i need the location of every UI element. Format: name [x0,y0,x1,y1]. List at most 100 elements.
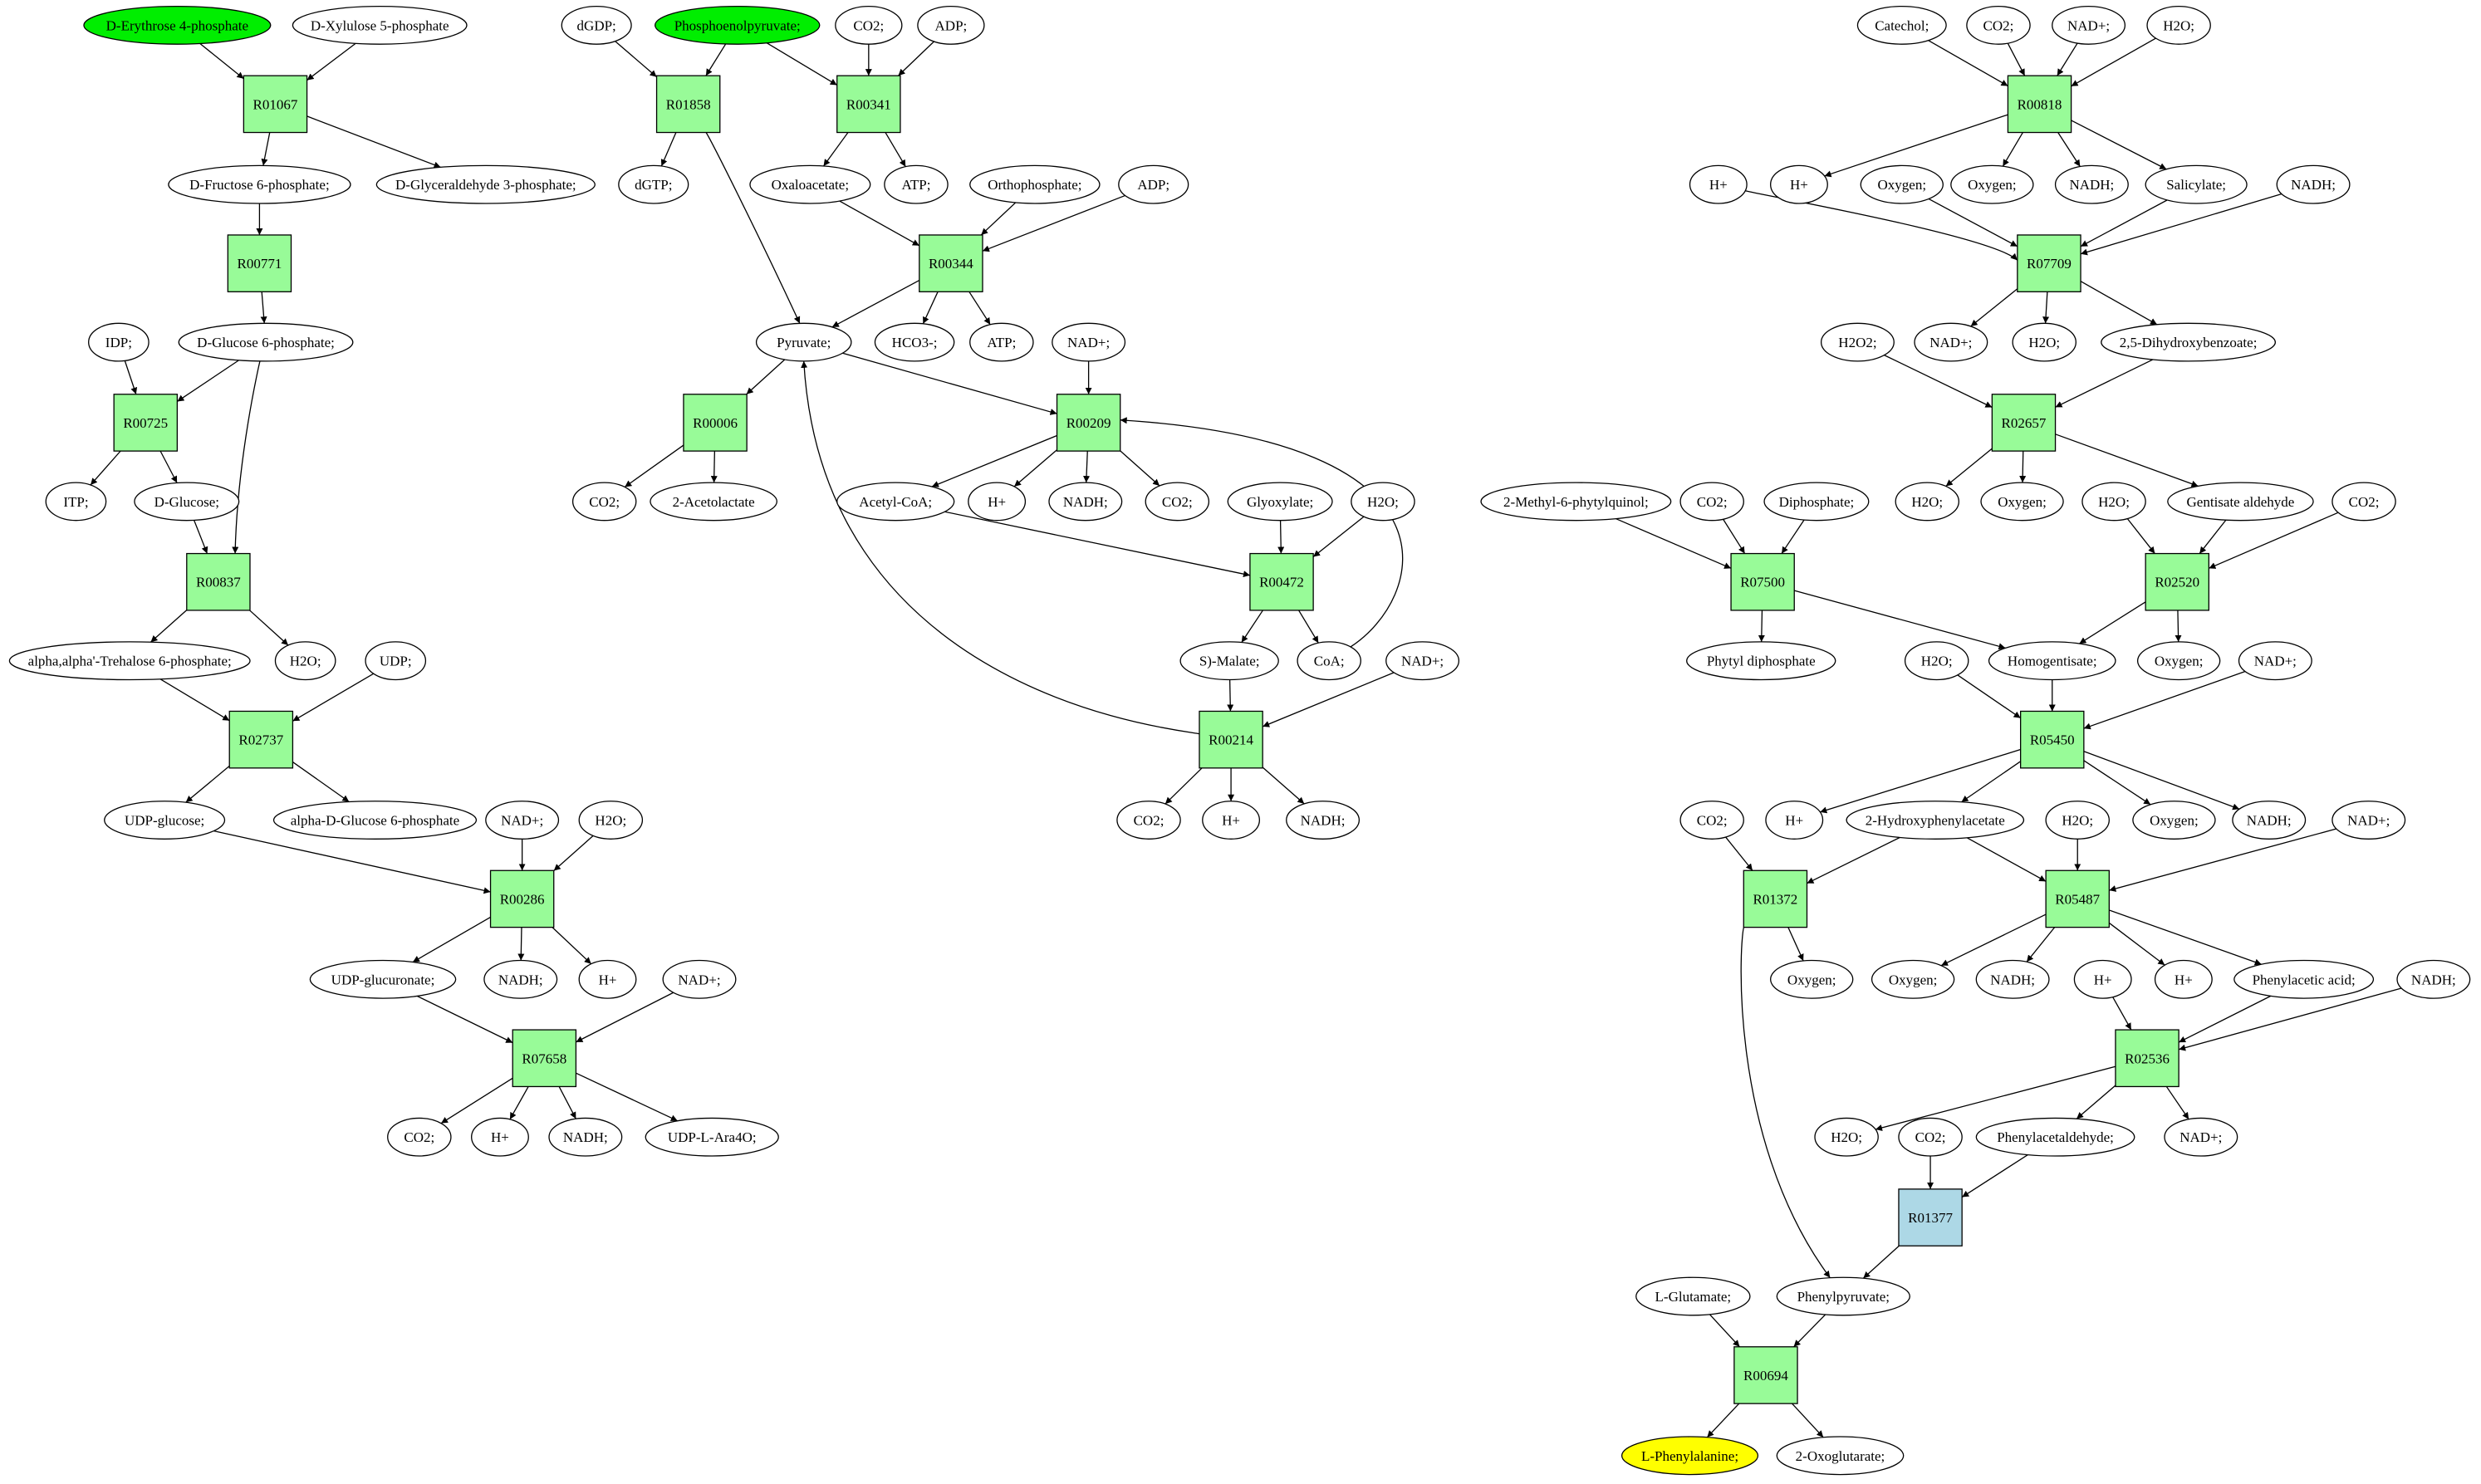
compound-ellipse [662,959,737,999]
node-label: CO2; [589,494,620,510]
edge-catechol-to-r00818 [1928,40,2008,87]
compound-ellipse [650,482,777,522]
compound-ellipse [884,164,949,204]
reaction-box [1199,710,1263,769]
node-label: S)-Malate; [1199,654,1260,669]
node-label: NADH; [498,972,543,987]
node-label: R00209 [1066,415,1111,431]
edge-r01067-to-g3p [306,115,441,169]
reaction-node-r00771: R00771 [227,234,292,292]
edge-pep-to-r00341 [766,42,838,86]
compound-ellipse [309,959,457,999]
node-label: CO2; [404,1129,434,1145]
node-label: R02737 [238,732,283,748]
edge-r00694-to-akg [1792,1403,1824,1438]
node-label: CO2; [853,17,884,33]
compound-ellipse [1975,1117,2135,1157]
compound-node-udpara: UDP-L-Ara4O; [645,1117,779,1157]
node-label: NAD+; [501,813,543,829]
compound-node-co2-f: CO2; [1966,5,2031,45]
reaction-node-r07500: R07500 [1730,552,1795,611]
compound-ellipse [2331,482,2396,522]
edge-r02536-to-h2o-j [1875,1065,2116,1131]
reaction-box [1730,552,1795,611]
edge-r00837-to-tre6p [150,610,188,643]
node-label: NADH; [2411,972,2456,987]
edge-r07709-to-h2o-e [2042,291,2050,324]
reaction-box [512,1029,577,1088]
edge-r07658-to-udpara [576,1072,679,1122]
compound-ellipse [2167,482,2314,522]
compound-node-nadh-d: NADH; [1286,801,1361,840]
node-label: H2O; [2062,813,2093,829]
node-label: UDP-glucuronate; [331,972,435,987]
edge-r00286-to-nadh-a [517,927,525,961]
node-label: NADH; [1301,813,1346,829]
edge-r02536-to-phald [2076,1085,2116,1119]
compound-ellipse [2146,5,2211,45]
compound-ellipse [178,322,354,362]
compound-ellipse [1814,1117,1879,1157]
compound-node-salic: Salicylate; [2145,164,2248,204]
edges [90,37,2402,1438]
compound-ellipse [917,5,985,45]
edge-r01067-to-f6p [261,132,271,166]
reaction-box [683,394,748,452]
edge-udp-a-to-r02737 [292,673,375,722]
node-label: ATP; [987,335,1016,350]
compound-ellipse [655,5,821,45]
reaction-box [113,394,179,452]
compound-node-o2-e: Oxygen; [2132,801,2216,840]
edge-nad-h-to-r05487 [2109,828,2337,892]
edge-r01372-to-o2-f [1787,927,1804,962]
edge-r00209-to-hplus-c [1013,449,1057,487]
compound-node-hco3: HCO3-; [874,322,955,362]
compound-ellipse [1950,164,2034,204]
compound-node-h2o-j: H2O; [1814,1117,1879,1157]
edge-r01858-to-pyr [705,132,801,324]
edge-phpyr-to-r00694 [1793,1314,1826,1348]
edge-accoa-to-r00472 [944,511,1251,578]
edge-r05450-to-nadh-g [2083,751,2240,811]
compound-node-pi: Orthophosphate; [969,164,1101,204]
reaction-node-r07658: R07658 [512,1029,577,1088]
node-label: H2O; [2098,494,2130,510]
reaction-node-r00214: R00214 [1199,710,1263,769]
node-label: Oxygen; [1968,177,2017,193]
reaction-node-r00341: R00341 [836,75,901,134]
compound-node-catechol: Catechol; [1856,5,1947,45]
compound-node-phe: L-Phenylalanine; [1620,1436,1759,1476]
edge-r00694-to-phe [1706,1403,1740,1438]
compound-ellipse [387,1117,452,1157]
node-label: NADH; [2291,177,2336,193]
edge-nadh-i-to-r02536 [2178,987,2402,1051]
reaction-box [489,869,555,928]
edge-r00286-to-udpgluc [412,916,491,963]
compound-node-hplus-i: H+ [2154,959,2213,999]
compound-ellipse [1770,164,1828,204]
edge-r00209-to-co2-d [1120,450,1160,487]
node-label: R00286 [500,891,545,907]
node-label: Catechol; [1875,17,1929,33]
compound-ellipse [578,959,637,999]
compound-node-hplus-f: H+ [1770,164,1828,204]
compound-ellipse [1856,5,1947,45]
compound-node-accoa: Acetyl-CoA; [836,482,955,522]
compound-ellipse [1048,482,1123,522]
compound-node-nad-a: NAD+; [485,801,560,840]
compound-node-atp-a: ATP; [884,164,949,204]
node-label: R02520 [2155,575,2199,590]
node-label: R00694 [1743,1368,1788,1384]
node-label: R00837 [196,575,241,590]
node-label: NAD+; [2067,17,2110,33]
node-label: alpha,alpha'-Trehalose 6-phosphate; [28,654,232,669]
node-label: Phenylpyruvate; [1797,1289,1890,1305]
node-label: CO2; [2349,494,2380,510]
compound-node-pep: Phosphoenolpyruvate; [655,5,821,45]
node-label: ITP; [63,494,88,510]
reaction-node-r07709: R07709 [2017,234,2081,292]
edge-r02520-to-o2-d [2175,610,2182,642]
edge-hplus-h-to-r02536 [2112,997,2132,1031]
node-label: NADH; [2069,177,2114,193]
